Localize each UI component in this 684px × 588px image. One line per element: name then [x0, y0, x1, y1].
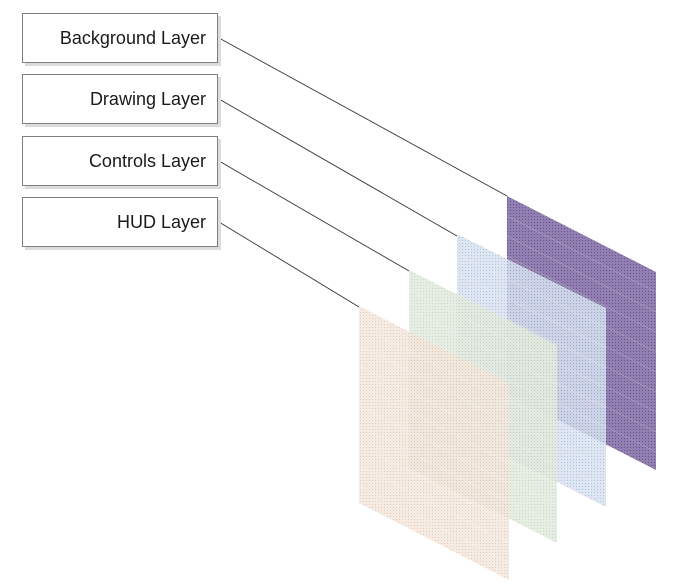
- controls-layer-label: Controls Layer: [22, 136, 218, 186]
- hud-layer-panel: [358, 306, 510, 580]
- connector-line-background: [218, 37, 508, 197]
- connector-line-controls: [218, 160, 410, 272]
- connector-line-drawing: [218, 98, 458, 237]
- background-layer-label: Background Layer: [22, 13, 218, 63]
- hud-layer-label: HUD Layer: [22, 197, 218, 247]
- connector-line-hud: [218, 221, 360, 308]
- drawing-layer-label: Drawing Layer: [22, 74, 218, 124]
